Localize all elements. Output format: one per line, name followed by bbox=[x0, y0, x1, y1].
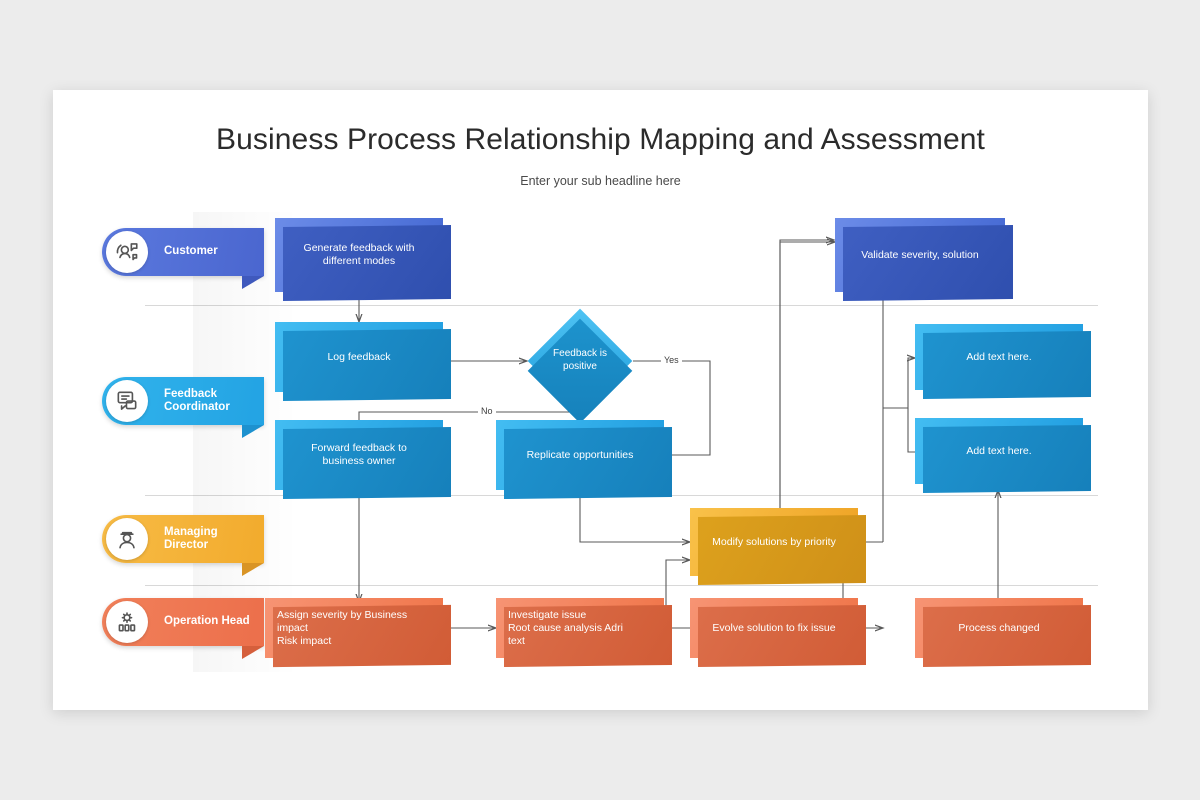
lane-divider-1 bbox=[145, 305, 1098, 306]
node-generate-feedback[interactable]: Generate feedback with different modes bbox=[275, 218, 451, 302]
manager-person-icon bbox=[106, 518, 148, 560]
sidebar-item-feedback-coordinator[interactable]: Feedback Coordinator bbox=[102, 377, 264, 438]
node-assign-severity[interactable]: Assign severity by Business impact Risk … bbox=[265, 598, 451, 668]
lane-tail bbox=[242, 563, 264, 576]
sidebar-item-label: Operation Head bbox=[164, 615, 250, 628]
gear-team-icon bbox=[106, 601, 148, 643]
slide-canvas: Business Process Relationship Mapping an… bbox=[53, 90, 1148, 710]
node-label: Add text here. bbox=[966, 444, 1032, 457]
node-label: Validate severity, solution bbox=[861, 248, 979, 261]
node-label: Process changed bbox=[958, 621, 1040, 634]
node-modify-solutions[interactable]: Modify solutions by priority bbox=[690, 508, 866, 586]
sidebar-item-managing-director[interactable]: Managing Director bbox=[102, 515, 264, 576]
node-evolve-solution[interactable]: Evolve solution to fix issue bbox=[690, 598, 866, 668]
node-label: Assign severity by Business impact Risk … bbox=[277, 608, 408, 647]
customer-feedback-icon bbox=[106, 231, 148, 273]
lane-tail bbox=[242, 646, 264, 659]
lane-tail bbox=[242, 425, 264, 438]
chat-bubbles-icon bbox=[106, 380, 148, 422]
node-label: Log feedback bbox=[327, 350, 391, 363]
node-log-feedback[interactable]: Log feedback bbox=[275, 322, 451, 402]
sidebar-item-label: Managing Director bbox=[164, 525, 218, 552]
node-shadow bbox=[698, 604, 866, 668]
node-label: Modify solutions by priority bbox=[712, 535, 836, 548]
page-title: Business Process Relationship Mapping an… bbox=[216, 123, 985, 156]
node-process-changed[interactable]: Process changed bbox=[915, 598, 1091, 668]
node-shadow bbox=[843, 224, 1013, 302]
node-shadow bbox=[527, 318, 633, 424]
node-decision-feedback-positive[interactable] bbox=[527, 308, 633, 424]
node-shadow bbox=[923, 330, 1091, 400]
node-label: Evolve solution to fix issue bbox=[712, 621, 836, 634]
node-forward-feedback[interactable]: Forward feedback to business owner bbox=[275, 420, 451, 500]
lane-tail bbox=[242, 276, 264, 289]
edge-label-yes: Yes bbox=[661, 355, 682, 365]
page-subtitle: Enter your sub headline here bbox=[520, 174, 681, 188]
node-shadow bbox=[698, 514, 866, 586]
node-replicate-opportunities[interactable]: Replicate opportunities bbox=[496, 420, 672, 500]
sidebar-item-label: Customer bbox=[164, 245, 218, 258]
node-investigate-issue[interactable]: Investigate issue Root cause analysis Ad… bbox=[496, 598, 672, 668]
node-shadow bbox=[923, 604, 1091, 668]
node-shadow bbox=[504, 426, 672, 500]
node-add-text-1[interactable]: Add text here. bbox=[915, 324, 1091, 400]
sidebar-item-label: Feedback Coordinator bbox=[164, 387, 230, 414]
node-label: Investigate issue Root cause analysis Ad… bbox=[508, 608, 623, 647]
sidebar-item-operation-head[interactable]: Operation Head bbox=[102, 598, 264, 659]
node-shadow bbox=[283, 328, 451, 402]
node-shadow bbox=[923, 424, 1091, 494]
node-label: Replicate opportunities bbox=[526, 448, 634, 461]
node-label: Add text here. bbox=[966, 350, 1032, 363]
edge-label-no: No bbox=[478, 406, 496, 416]
sidebar-item-customer[interactable]: Customer bbox=[102, 228, 264, 289]
node-label: Generate feedback with different modes bbox=[303, 242, 415, 267]
node-label: Forward feedback to business owner bbox=[311, 442, 407, 467]
lane-divider-3 bbox=[145, 585, 1098, 586]
node-add-text-2[interactable]: Add text here. bbox=[915, 418, 1091, 494]
node-validate-severity[interactable]: Validate severity, solution bbox=[835, 218, 1013, 302]
